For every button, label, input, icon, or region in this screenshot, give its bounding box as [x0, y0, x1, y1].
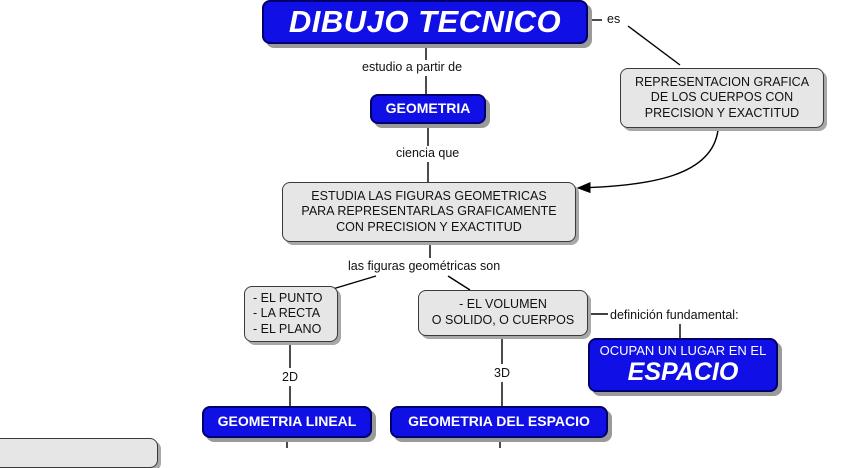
- link-label-2d: 2D: [280, 370, 300, 384]
- connector-lines: [286, 19, 719, 448]
- node-geometria-lineal-label: GEOMETRIA LINEAL: [217, 413, 357, 430]
- link-label-es: es: [605, 12, 623, 26]
- node-representacion-line-1: REPRESENTACION GRAFICA: [634, 74, 810, 89]
- node-representacion-grafica: REPRESENTACION GRAFICA DE LOS CUERPOS CO…: [620, 68, 824, 128]
- node-estudia-line-2: PARA REPRESENTARLAS GRAFICAMENTE: [301, 204, 557, 219]
- node-ocupan-line-2: ESPACIO: [627, 358, 739, 387]
- node-punto-recta-plano: - EL PUNTO - LA RECTA - EL PLANO: [244, 286, 338, 342]
- node-geometria-lineal: GEOMETRIA LINEAL: [202, 406, 372, 438]
- node-partial-bottom-left: [0, 438, 158, 468]
- node-dibujo-tecnico: DIBUJO TECNICO: [262, 0, 588, 44]
- link-label-estudio: estudio a partir de: [360, 60, 465, 74]
- line-figuras-volumen: [447, 275, 471, 291]
- node-volumen-line-1: - EL VOLUMEN: [459, 297, 547, 312]
- link-label-3d: 3D: [492, 366, 512, 380]
- node-estudia-line-1: ESTUDIA LAS FIGURAS GEOMETRICAS: [311, 188, 547, 203]
- node-dibujo-tecnico-label: DIBUJO TECNICO: [288, 3, 562, 39]
- link-label-figuras: las figuras geométricas son: [346, 259, 503, 273]
- link-label-ciencia: ciencia que: [394, 146, 462, 160]
- node-elementos-line-1: - EL PUNTO: [253, 290, 323, 305]
- node-ocupan-espacio: OCUPAN UN LUGAR EN EL ESPACIO: [588, 338, 778, 392]
- node-geometria-espacio: GEOMETRIA DEL ESPACIO: [390, 406, 608, 438]
- node-geometria-espacio-label: GEOMETRIA DEL ESPACIO: [408, 413, 590, 430]
- arrow-representacion-estudia: [576, 129, 719, 194]
- node-estudia-line-3: CON PRECISION Y EXACTITUD: [336, 219, 522, 234]
- node-ocupan-line-1: OCUPAN UN LUGAR EN EL: [599, 343, 767, 359]
- node-geometria-label: GEOMETRIA: [385, 100, 471, 117]
- line-es-representacion: [627, 25, 681, 66]
- node-elementos-line-3: - EL PLANO: [253, 321, 322, 336]
- node-volumen-line-2: O SOLIDO, O CUERPOS: [431, 313, 575, 327]
- node-representacion-line-2: DE LOS CUERPOS CON: [650, 90, 794, 105]
- node-volumen: - EL VOLUMEN O SOLIDO, O CUERPOS: [418, 290, 588, 336]
- node-estudia-figuras: ESTUDIA LAS FIGURAS GEOMETRICAS PARA REP…: [282, 182, 576, 242]
- link-label-definicion: definición fundamental:: [608, 308, 741, 322]
- node-representacion-line-3: PRECISION Y EXACTITUD: [644, 105, 800, 120]
- node-elementos-line-2: - LA RECTA: [253, 306, 321, 321]
- node-geometria: GEOMETRIA: [370, 94, 486, 124]
